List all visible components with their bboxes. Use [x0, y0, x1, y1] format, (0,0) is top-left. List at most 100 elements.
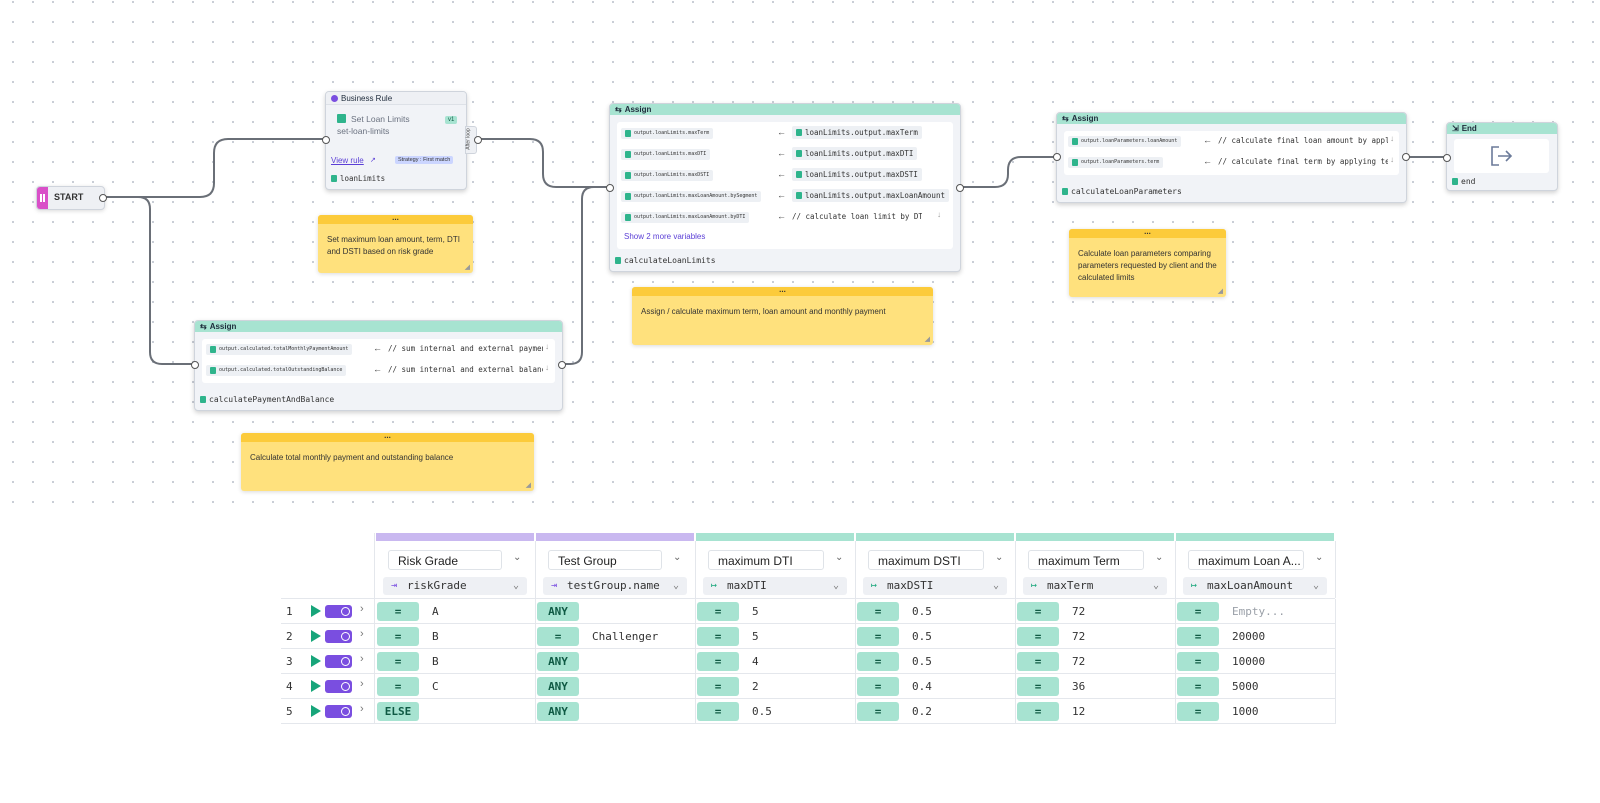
table-cell[interactable]: =0.5 — [855, 624, 1016, 649]
table-cell[interactable]: =72 — [1015, 649, 1176, 674]
table-cell[interactable]: ANY — [535, 649, 696, 674]
operator-button[interactable]: ANY — [537, 702, 579, 721]
table-cell[interactable]: =B — [375, 624, 536, 649]
play-icon[interactable] — [311, 630, 321, 642]
table-cell[interactable]: =Empty... — [1175, 599, 1336, 624]
chevron-right-icon[interactable]: › — [360, 628, 364, 640]
assign-row[interactable]: output.loanLimits.maxLoanAmount.byDTI — [621, 211, 750, 223]
chevron-down-icon[interactable]: ⌄ — [673, 552, 682, 563]
source-expression[interactable]: // calculate final term by applying term… — [1218, 157, 1388, 166]
assign-row[interactable]: output.loanLimits.maxTerm — [621, 127, 714, 139]
operator-button[interactable]: = — [377, 627, 419, 646]
assign-row[interactable]: output.loanParameters.loanAmount — [1068, 135, 1182, 147]
note-loan-parameters[interactable]: ... Calculate loan parameters comparing … — [1069, 228, 1226, 297]
note-text[interactable]: Calculate loan parameters comparing para… — [1078, 249, 1217, 282]
operator-button[interactable]: = — [377, 652, 419, 671]
column-source-select[interactable]: ⇥testGroup.name⌄ — [543, 577, 687, 595]
view-rule-link[interactable]: View rule — [331, 156, 364, 165]
source-expression[interactable]: // sum internal and external balances — [388, 365, 543, 374]
row-toggle[interactable] — [325, 605, 352, 618]
table-cell[interactable]: ANY — [535, 674, 696, 699]
expand-icon[interactable]: ↓ — [545, 342, 549, 351]
operator-button[interactable]: = — [537, 627, 579, 646]
operator-button[interactable]: = — [697, 627, 739, 646]
operator-button[interactable]: = — [1017, 627, 1059, 646]
note-loan-limits[interactable]: ... Set maximum loan amount, term, DTI a… — [318, 214, 473, 273]
assign-input-handle[interactable] — [1053, 153, 1061, 161]
row-toggle[interactable] — [325, 655, 352, 668]
chevron-down-icon[interactable]: ⌄ — [1315, 552, 1324, 563]
chevron-down-icon[interactable]: ⌄ — [835, 552, 844, 563]
source-chip[interactable]: loanLimits.output.maxTerm — [792, 126, 922, 139]
column-title-field[interactable]: maximum DTI — [708, 550, 824, 570]
assign-row[interactable]: output.loanLimits.maxDSTI — [621, 169, 714, 181]
play-icon[interactable] — [311, 605, 321, 617]
note-text[interactable]: Assign / calculate maximum term, loan am… — [641, 307, 886, 316]
table-cell[interactable]: ELSE — [375, 699, 536, 724]
operator-button[interactable]: = — [857, 677, 899, 696]
note-drag-bar[interactable]: ... — [632, 286, 933, 296]
rule-output-handle[interactable] — [474, 136, 482, 144]
operator-button[interactable]: ANY — [537, 602, 579, 621]
source-expression[interactable]: // sum internal and external payments — [388, 344, 543, 353]
operator-button[interactable]: = — [857, 702, 899, 721]
chevron-right-icon[interactable]: › — [360, 603, 364, 615]
operator-button[interactable]: = — [377, 602, 419, 621]
end-input-handle[interactable] — [1443, 154, 1451, 162]
table-cell[interactable]: =2 — [695, 674, 856, 699]
column-title-field[interactable]: maximum DSTI — [868, 550, 984, 570]
resize-handle[interactable]: ◢ — [464, 264, 470, 271]
note-payment-balance[interactable]: ... Calculate total monthly payment and … — [241, 432, 534, 491]
expand-icon[interactable]: ↓ — [1390, 134, 1394, 143]
play-icon[interactable] — [311, 680, 321, 692]
assign-input-handle[interactable] — [606, 184, 614, 192]
operator-button[interactable]: = — [1177, 677, 1219, 696]
table-cell[interactable]: =A — [375, 599, 536, 624]
assign-calculate-loan-limits-node[interactable]: ⇆ Assign output.loanLimits.maxTerm ← loa… — [606, 103, 964, 272]
expand-icon[interactable]: ↓ — [937, 210, 941, 219]
column-title-field[interactable]: maximum Term — [1028, 550, 1144, 570]
table-cell[interactable]: =B — [375, 649, 536, 674]
operator-button[interactable]: = — [697, 677, 739, 696]
column-title-field[interactable]: Risk Grade — [388, 550, 502, 570]
source-chip[interactable]: loanLimits.output.maxLoanAmount — [792, 189, 949, 202]
table-cell[interactable]: =5 — [695, 624, 856, 649]
table-cell[interactable]: ANY — [535, 699, 696, 724]
operator-button[interactable]: = — [1017, 702, 1059, 721]
column-source-select[interactable]: ⇥riskGrade⌄ — [383, 577, 527, 595]
note-assign-limits[interactable]: ... Assign / calculate maximum term, loa… — [632, 286, 933, 345]
note-text[interactable]: Set maximum loan amount, term, DTI and D… — [327, 235, 460, 256]
start-node[interactable]: START — [36, 186, 107, 210]
chevron-down-icon[interactable]: ⌄ — [995, 552, 1004, 563]
table-cell[interactable]: =5000 — [1175, 674, 1336, 699]
table-cell[interactable]: =5 — [695, 599, 856, 624]
row-toggle[interactable] — [325, 680, 352, 693]
note-text[interactable]: Calculate total monthly payment and outs… — [250, 453, 454, 462]
operator-button[interactable]: = — [1177, 627, 1219, 646]
assign-output-handle[interactable] — [1402, 153, 1410, 161]
operator-button[interactable]: ANY — [537, 652, 579, 671]
table-cell[interactable]: =4 — [695, 649, 856, 674]
start-output-handle[interactable] — [99, 194, 107, 202]
column-source-select[interactable]: ↦maxLoanAmount⌄ — [1183, 577, 1327, 595]
operator-button[interactable]: = — [857, 652, 899, 671]
table-cell[interactable]: =1000 — [1175, 699, 1336, 724]
operator-button[interactable]: = — [1017, 652, 1059, 671]
operator-button[interactable]: ANY — [537, 677, 579, 696]
column-source-select[interactable]: ↦maxDSTI⌄ — [863, 577, 1007, 595]
operator-button[interactable]: = — [377, 677, 419, 696]
play-icon[interactable] — [311, 705, 321, 717]
expand-icon[interactable]: ↓ — [1390, 155, 1394, 164]
table-cell[interactable]: =72 — [1015, 599, 1176, 624]
play-icon[interactable] — [311, 655, 321, 667]
rule-input-handle[interactable] — [322, 136, 330, 144]
note-drag-bar[interactable]: ... — [1069, 228, 1226, 238]
table-cell[interactable]: =0.5 — [695, 699, 856, 724]
operator-button[interactable]: = — [1177, 702, 1219, 721]
table-cell[interactable]: =0.4 — [855, 674, 1016, 699]
chevron-down-icon[interactable]: ⌄ — [513, 552, 522, 563]
table-cell[interactable]: =12 — [1015, 699, 1176, 724]
table-cell[interactable]: =72 — [1015, 624, 1176, 649]
